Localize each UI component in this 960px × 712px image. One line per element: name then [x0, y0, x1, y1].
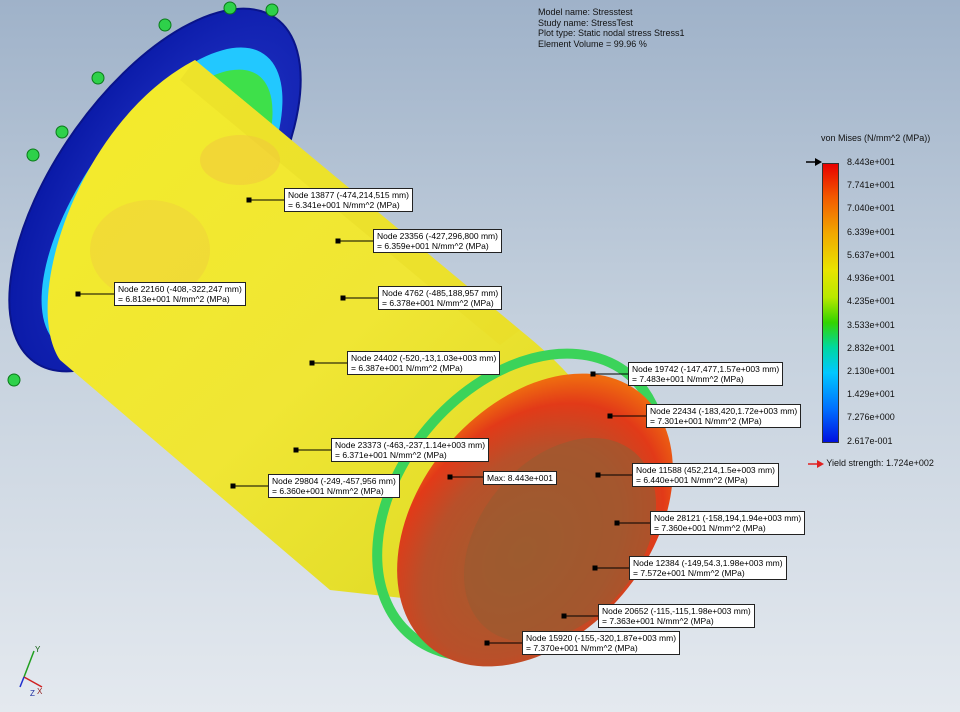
probe-dot — [309, 360, 315, 366]
triad-z-label: Z — [30, 689, 35, 698]
legend-tick: 8.443e+001 — [847, 157, 895, 167]
triad-y-label: Y — [35, 645, 41, 654]
legend-tick: 7.741e+001 — [847, 180, 895, 190]
probe-label[interactable]: Node 15920 (-155,-320,1.87e+003 mm) = 7.… — [522, 631, 681, 655]
color-scale-bar — [822, 163, 839, 443]
study-name: Study name: StressTest — [538, 17, 634, 28]
probe-node: Node 23356 (-427,296,800 mm) — [377, 231, 498, 241]
probe-node: Node 24402 (-520,-13,1.03e+003 mm) — [351, 353, 497, 363]
legend-tick: 4.235e+001 — [847, 296, 895, 306]
legend-tick: 6.339e+001 — [847, 227, 895, 237]
max-marker-icon — [806, 158, 822, 166]
probe-dot — [592, 565, 598, 571]
max-label[interactable]: Max: 8.443e+001 — [483, 471, 557, 485]
probe-label[interactable]: Node 29804 (-249,-457,956 mm) = 6.360e+0… — [268, 474, 400, 498]
probe-node: Node 12384 (-149,54.3,1.98e+003 mm) — [633, 558, 783, 568]
probe-node: Node 4762 (-485,188,957 mm) — [382, 288, 499, 298]
probe-node: Node 11588 (452,214,1.5e+003 mm) — [636, 465, 776, 475]
study-info: Model name: Stresstest Study name: Stres… — [538, 7, 685, 49]
probe-dot — [561, 613, 567, 619]
probe-label[interactable]: Node 19742 (-147,477,1.57e+003 mm) = 7.4… — [628, 362, 784, 386]
probe-value: = 7.360e+001 N/mm^2 (MPa) — [654, 523, 766, 533]
probe-value: = 7.572e+001 N/mm^2 (MPa) — [633, 568, 745, 578]
legend-tick: 2.130e+001 — [847, 366, 895, 376]
probe-value: = 6.387e+001 N/mm^2 (MPa) — [351, 363, 463, 373]
probe-dot — [607, 413, 613, 419]
probe-value: = 7.301e+001 N/mm^2 (MPa) — [650, 416, 762, 426]
legend-tick: 5.637e+001 — [847, 250, 895, 260]
probe-dot — [75, 291, 81, 297]
probe-value: = 6.371e+001 N/mm^2 (MPa) — [335, 450, 447, 460]
probe-dot — [246, 197, 252, 203]
probe-node: Node 23373 (-463,-237,1.14e+003 mm) — [335, 440, 486, 450]
max-value: Max: 8.443e+001 — [487, 473, 553, 483]
probe-dot — [447, 474, 453, 480]
probe-value: = 6.813e+001 N/mm^2 (MPa) — [118, 294, 230, 304]
plot-type: Plot type: Static nodal stress Stress1 — [538, 28, 685, 38]
probe-node: Node 22434 (-183,420,1.72e+003 mm) — [650, 406, 798, 416]
probe-label[interactable]: Node 11588 (452,214,1.5e+003 mm) = 6.440… — [632, 463, 780, 487]
probe-value: = 6.360e+001 N/mm^2 (MPa) — [272, 486, 384, 496]
probe-label[interactable]: Node 28121 (-158,194,1.94e+003 mm) = 7.3… — [650, 511, 806, 535]
legend-tick: 2.617e-001 — [847, 436, 893, 446]
legend-tick: 1.429e+001 — [847, 389, 895, 399]
probe-value: = 7.363e+001 N/mm^2 (MPa) — [602, 616, 714, 626]
probe-node: Node 29804 (-249,-457,956 mm) — [272, 476, 396, 486]
fixture-markers — [7, 1, 279, 387]
legend-title: von Mises (N/mm^2 (MPa)) — [821, 133, 931, 143]
yield-strength-label: Yield strength: 1.724e+002 — [826, 458, 934, 468]
probe-dot — [293, 447, 299, 453]
model-name: Model name: Stresstest — [538, 7, 633, 17]
probe-node: Node 28121 (-158,194,1.94e+003 mm) — [654, 513, 802, 523]
probe-leaders — [75, 197, 650, 646]
probe-node: Node 15920 (-155,-320,1.87e+003 mm) — [526, 633, 677, 643]
legend-tick: 4.936e+001 — [847, 273, 895, 283]
probe-label[interactable]: Node 22434 (-183,420,1.72e+003 mm) = 7.3… — [646, 404, 802, 428]
probe-value: = 6.341e+001 N/mm^2 (MPa) — [288, 200, 400, 210]
probe-dot — [595, 472, 601, 478]
probe-dot — [484, 640, 490, 646]
probe-node: Node 20652 (-115,-115,1.98e+003 mm) — [602, 606, 751, 616]
legend-tick: 7.040e+001 — [847, 203, 895, 213]
probe-node: Node 19742 (-147,477,1.57e+003 mm) — [632, 364, 780, 374]
legend-tick: 7.276e+000 — [847, 412, 895, 422]
probe-node: Node 13877 (-474,214,515 mm) — [288, 190, 409, 200]
axis-triad-icon[interactable]: Y X Z — [8, 643, 48, 698]
probe-dot — [340, 295, 346, 301]
triad-x-label: X — [37, 687, 43, 696]
probe-value: = 7.483e+001 N/mm^2 (MPa) — [632, 374, 744, 384]
probe-label[interactable]: Node 4762 (-485,188,957 mm) = 6.378e+001… — [378, 286, 503, 310]
probe-label[interactable]: Node 22160 (-408,-322,247 mm) = 6.813e+0… — [114, 282, 246, 306]
yield-strength: Yield strength: 1.724e+002 — [808, 458, 934, 468]
probe-value: = 6.440e+001 N/mm^2 (MPa) — [636, 475, 748, 485]
probe-value: = 6.378e+001 N/mm^2 (MPa) — [382, 298, 494, 308]
probe-value: = 6.359e+001 N/mm^2 (MPa) — [377, 241, 489, 251]
element-volume: Element Volume = 99.96 % — [538, 38, 647, 49]
yield-arrow-icon — [808, 459, 824, 468]
probe-dot — [590, 371, 596, 377]
probe-dot — [230, 483, 236, 489]
probe-label[interactable]: Node 23356 (-427,296,800 mm) = 6.359e+00… — [373, 229, 502, 253]
legend-tick: 2.832e+001 — [847, 343, 895, 353]
probe-node: Node 22160 (-408,-322,247 mm) — [118, 284, 242, 294]
probe-label[interactable]: Node 23373 (-463,-237,1.14e+003 mm) = 6.… — [331, 438, 490, 462]
probe-label[interactable]: Node 20652 (-115,-115,1.98e+003 mm) = 7.… — [598, 604, 755, 628]
legend-tick: 3.533e+001 — [847, 320, 895, 330]
probe-dot — [335, 238, 341, 244]
probe-label[interactable]: Node 24402 (-520,-13,1.03e+003 mm) = 6.3… — [347, 351, 501, 375]
probe-label[interactable]: Node 13877 (-474,214,515 mm) = 6.341e+00… — [284, 188, 413, 212]
probe-label[interactable]: Node 12384 (-149,54.3,1.98e+003 mm) = 7.… — [629, 556, 787, 580]
probe-dot — [614, 520, 620, 526]
probe-value: = 7.370e+001 N/mm^2 (MPa) — [526, 643, 638, 653]
